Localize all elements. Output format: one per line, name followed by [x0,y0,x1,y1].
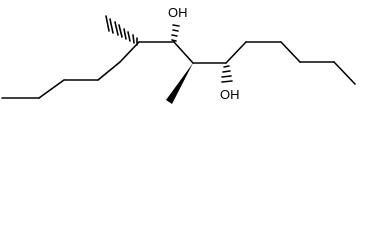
hydroxyl-label-lower: OH [220,87,240,102]
methyl-wedge-bond-lower [166,63,193,104]
bond-chain-left-2 [38,79,65,99]
hydroxyl-hashed-bond-upper [171,24,180,42]
bond-chain-left-5 [119,41,140,63]
hydroxyl-label-upper: OH [168,5,188,20]
skeletal-structure-diagram: OH OH [1,5,356,104]
bond-chain-left-4 [97,61,121,81]
bond-chain-right-4 [333,61,356,85]
bond-backbone-4 [225,41,247,64]
methyl-hashed-bond-upper [105,15,138,46]
bond-backbone-2 [173,41,194,64]
bond-chain-right-2 [280,41,301,63]
hydroxyl-hashed-bond-lower [221,65,233,83]
